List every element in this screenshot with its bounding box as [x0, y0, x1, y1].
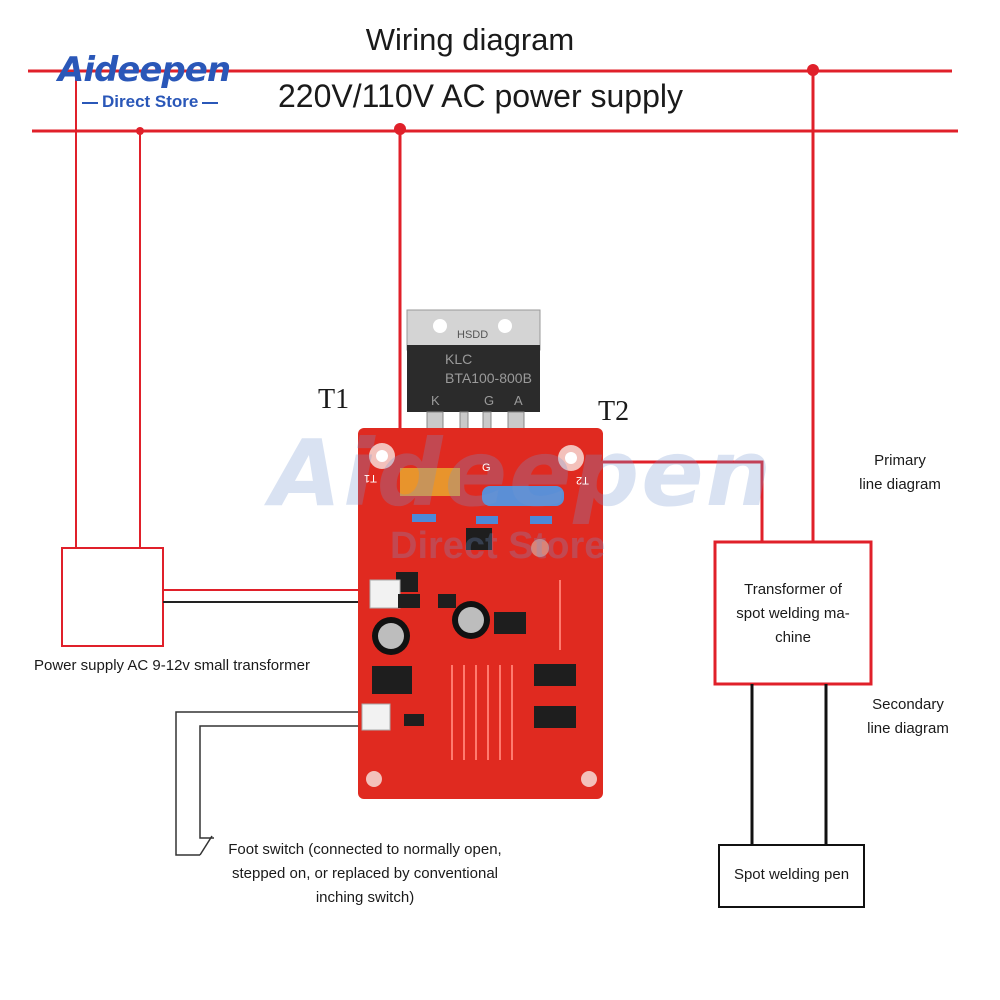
triac-pin-g: G: [484, 393, 495, 408]
secondary-line-text: Secondary: [872, 696, 944, 713]
board-ic: [466, 528, 492, 550]
board-capacitor-top: [458, 607, 484, 633]
board-t2-mark: T2: [576, 474, 589, 486]
foot-switch-line: inching switch): [315, 889, 415, 906]
primary-line-label: Primary line diagram: [848, 449, 952, 497]
welding-pen-box: [718, 844, 865, 908]
board-mount-hole: [581, 771, 597, 787]
diagram-title: Wiring diagram: [365, 22, 575, 57]
triac-model: BTA100-800B: [445, 370, 532, 386]
terminal-t1-label: T1: [318, 384, 350, 415]
board-capacitor-top: [378, 623, 404, 649]
control-board: [358, 428, 603, 799]
triac-pin-k: K: [431, 393, 440, 408]
small-transformer-box: [61, 547, 164, 647]
board-resistor: [530, 516, 552, 524]
foot-switch-contact: [199, 835, 213, 856]
board-ic: [494, 612, 526, 634]
welding-transformer-box: [713, 540, 873, 686]
board-relay: [400, 468, 460, 496]
board-ic: [534, 706, 576, 728]
board-connector: [361, 703, 391, 731]
foot-switch-line: stepped on, or replaced by conventional: [231, 865, 498, 882]
board-t1-mark: T1: [364, 472, 377, 484]
brand-logo: Aideepen: [58, 50, 231, 90]
board-traces: [451, 580, 561, 760]
watermark-subtitle: Direct Store: [390, 525, 606, 567]
secondary-line-label: Secondary line diagram: [852, 693, 964, 741]
supply-label: 220V/110V AC power supply: [278, 78, 683, 114]
board-ic: [404, 714, 424, 726]
board-connector: [369, 579, 401, 609]
secondary-line-text: line diagram: [867, 720, 949, 737]
wire-t2: [570, 460, 764, 542]
board-led: [531, 539, 549, 557]
primary-line-text: line diagram: [859, 476, 941, 493]
triac-mount-hole: [433, 319, 447, 333]
board-g-mark: G: [482, 462, 491, 474]
welding-pen-label: Spot welding pen: [733, 866, 850, 883]
welding-transformer-label: Transformer of spot welding ma- chine: [716, 578, 870, 650]
welding-transformer-line: spot welding ma-: [736, 605, 850, 622]
triac-heatsink: [406, 309, 541, 351]
wire-foot-switch-a: [175, 711, 364, 856]
foot-switch-label: Foot switch (connected to normally open,…: [205, 838, 525, 910]
welding-transformer-line: Transformer of: [744, 581, 842, 598]
board-ic: [396, 572, 418, 592]
terminal-t2-label: T2: [598, 396, 630, 427]
small-transformer-caption: Power supply AC 9-12v small transformer: [34, 657, 310, 674]
board-resistor: [482, 486, 564, 506]
board-resistor: [412, 514, 436, 522]
board-regulator: [372, 666, 412, 694]
foot-switch-line: Foot switch (connected to normally open,: [228, 841, 502, 858]
triac-body: [407, 345, 540, 412]
board-ic: [398, 594, 420, 608]
brand-logo-subtitle: Direct Store: [78, 92, 222, 112]
board-ic: [438, 594, 456, 608]
watermark-logo: Aideepen: [270, 420, 774, 527]
board-mount-hole: [376, 450, 388, 462]
welding-transformer-line: chine: [775, 629, 811, 646]
board-mount-hole: [565, 452, 577, 464]
triac-brand: KLC: [445, 351, 473, 367]
board-ic: [534, 664, 576, 686]
triac-top-mark: HSDD: [457, 329, 489, 341]
board-resistor: [476, 516, 498, 524]
wire-foot-switch-b: [199, 725, 364, 839]
triac-mount-hole: [498, 319, 512, 333]
board-mount-hole: [366, 771, 382, 787]
triac-pin-a: A: [514, 393, 523, 408]
primary-line-text: Primary: [874, 452, 926, 469]
